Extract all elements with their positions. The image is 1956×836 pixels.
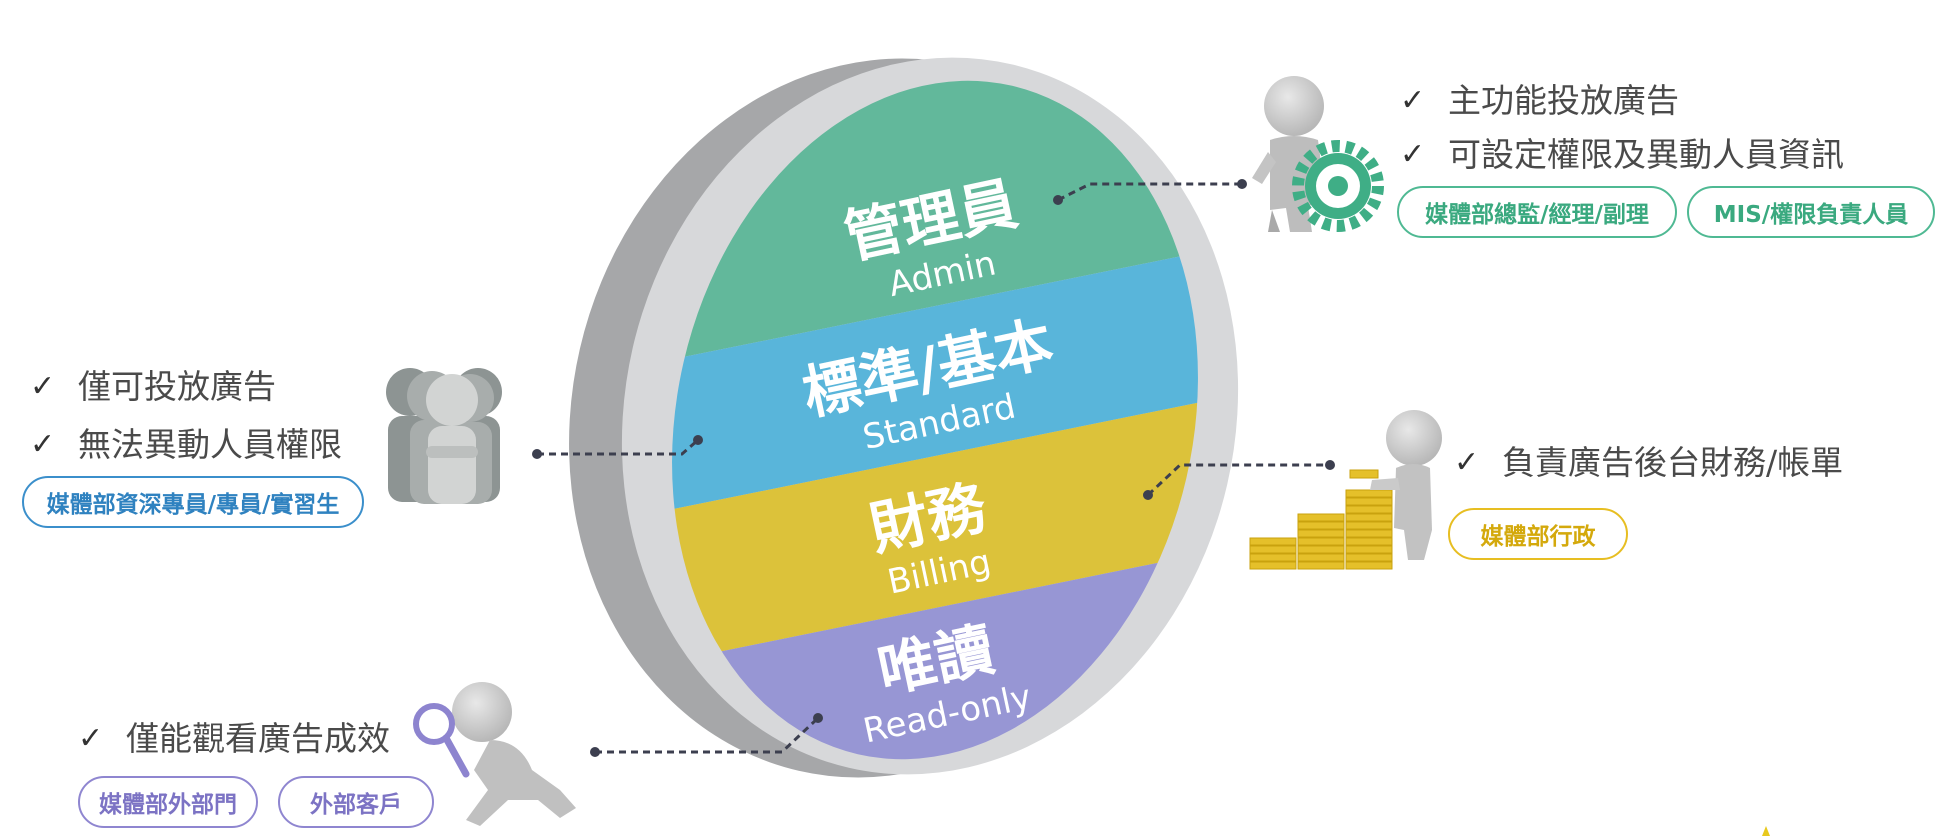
connector-dot bbox=[1237, 179, 1247, 189]
readonly-point-1-text: 僅能觀看廣告成效 bbox=[126, 719, 390, 758]
readonly-tag-1: 媒體部外部門 bbox=[78, 776, 258, 828]
connector-dot bbox=[590, 747, 600, 757]
check-icon: ✓ bbox=[78, 721, 104, 756]
connector-dot bbox=[1143, 490, 1153, 500]
tier-label-standard: 標準/基本 Standard bbox=[797, 309, 1059, 458]
connector-dot bbox=[532, 449, 542, 459]
admin-point-2: ✓ 可設定權限及異動人員資訊 bbox=[1400, 134, 1844, 176]
standard-point-2: ✓ 無法異動人員權限 bbox=[30, 424, 342, 466]
connector-readonly bbox=[595, 716, 820, 754]
billing-point-1-text: 負責廣告後台財務/帳單 bbox=[1502, 443, 1844, 482]
person-with-magnifier-icon bbox=[413, 682, 576, 826]
billing-tag-1: 媒體部行政 bbox=[1448, 508, 1628, 560]
readonly-point-1: ✓ 僅能觀看廣告成效 bbox=[78, 718, 390, 760]
connector-dot bbox=[1325, 460, 1335, 470]
decoration-mark bbox=[1762, 826, 1770, 836]
admin-tag-1: 媒體部總監/經理/副理 bbox=[1397, 186, 1677, 238]
connector-dot bbox=[693, 435, 703, 445]
group-of-people-icon bbox=[386, 368, 502, 504]
check-icon: ✓ bbox=[1454, 445, 1480, 480]
band-billing bbox=[606, 378, 1264, 684]
standard-point-1-text: 僅可投放廣告 bbox=[78, 367, 276, 406]
billing-point-1: ✓ 負責廣告後台財務/帳單 bbox=[1454, 442, 1843, 484]
band-standard bbox=[606, 228, 1264, 532]
connector-standard bbox=[537, 438, 699, 456]
connector-admin bbox=[1057, 182, 1242, 202]
connector-dots bbox=[532, 179, 1335, 757]
connectors bbox=[537, 182, 1330, 754]
gear-icon bbox=[1292, 140, 1384, 232]
admin-point-2-text: 可設定權限及異動人員資訊 bbox=[1448, 135, 1844, 174]
readonly-tag-2: 外部客戶 bbox=[278, 776, 434, 828]
admin-point-1-text: 主功能投放廣告 bbox=[1448, 81, 1679, 120]
admin-tag-2: MIS/權限負責人員 bbox=[1687, 186, 1935, 238]
admin-description: ✓ 主功能投放廣告 ✓ 可設定權限及異動人員資訊 bbox=[1400, 80, 1844, 176]
connector-dot bbox=[813, 713, 823, 723]
standard-tag-1: 媒體部資深專員/專員/實習生 bbox=[22, 476, 364, 528]
billing-description: ✓ 負責廣告後台財務/帳單 bbox=[1454, 442, 1843, 484]
standard-point-2-text: 無法異動人員權限 bbox=[78, 425, 342, 464]
check-icon: ✓ bbox=[1400, 83, 1426, 118]
standard-point-1: ✓ 僅可投放廣告 bbox=[30, 366, 342, 408]
check-icon: ✓ bbox=[30, 369, 56, 404]
connector-billing bbox=[1146, 463, 1330, 497]
magnifier-icon bbox=[413, 703, 470, 778]
standard-description: ✓ 僅可投放廣告 ✓ 無法異動人員權限 bbox=[30, 366, 342, 466]
person-with-gear-icon bbox=[1252, 76, 1384, 232]
check-icon: ✓ bbox=[30, 427, 56, 462]
connector-dot bbox=[1053, 195, 1063, 205]
person-stacking-coins-icon bbox=[1249, 410, 1442, 570]
readonly-description: ✓ 僅能觀看廣告成效 bbox=[78, 718, 390, 760]
check-icon: ✓ bbox=[1400, 137, 1426, 172]
admin-point-1: ✓ 主功能投放廣告 bbox=[1400, 80, 1844, 122]
